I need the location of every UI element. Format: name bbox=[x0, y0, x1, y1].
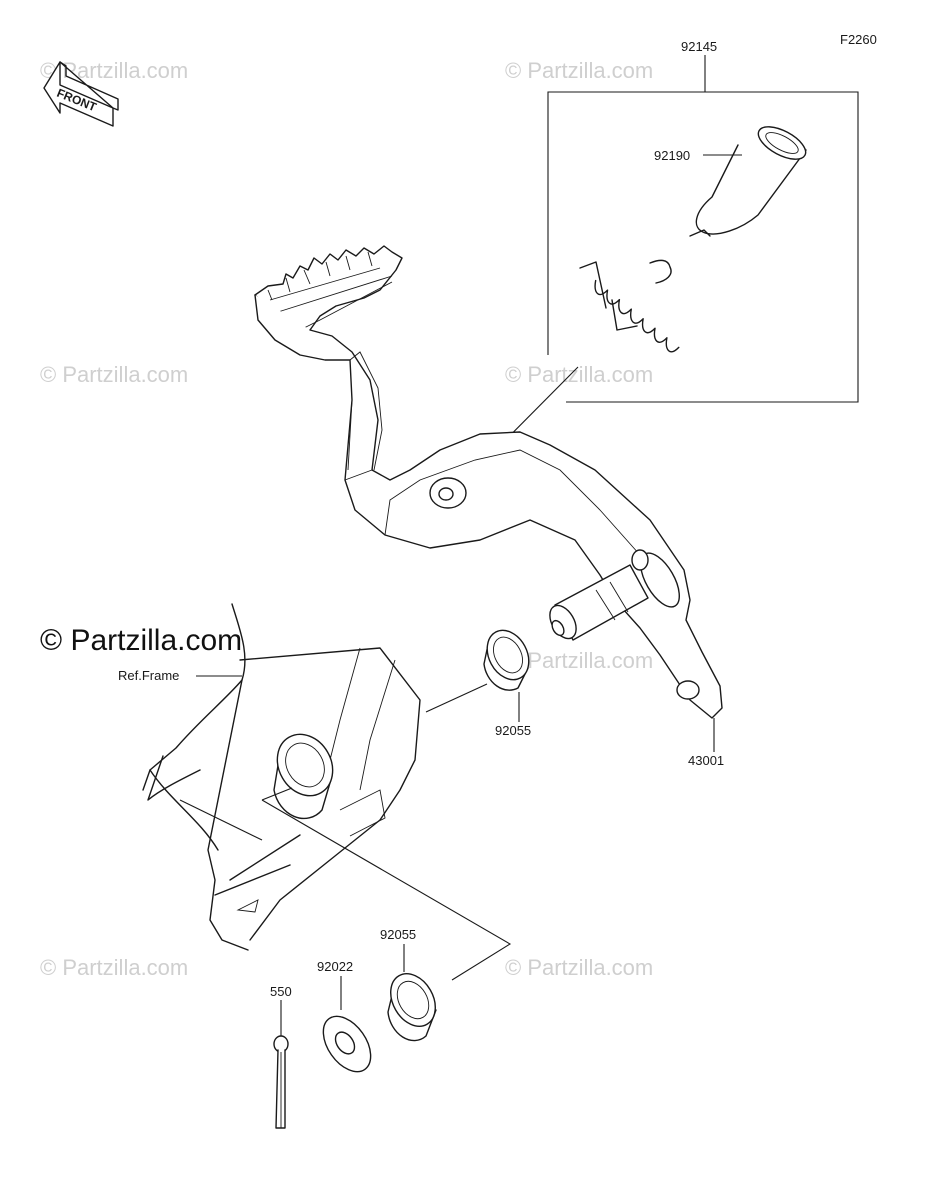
frame-reference bbox=[142, 603, 421, 951]
washer-92022[interactable] bbox=[314, 1008, 381, 1081]
watermark-large: © Partzilla.com bbox=[40, 624, 242, 657]
ref-frame-label: Ref.Frame bbox=[118, 668, 179, 683]
brake-pedal-43001[interactable] bbox=[254, 245, 723, 719]
part-label-92190[interactable]: 92190 bbox=[654, 148, 690, 163]
part-label-43001[interactable]: 43001 bbox=[688, 753, 724, 768]
part-label-92055-upper[interactable]: 92055 bbox=[495, 723, 531, 738]
part-label-550[interactable]: 550 bbox=[270, 984, 292, 999]
spring-kit-box bbox=[547, 55, 859, 403]
watermark: © Partzilla.com bbox=[40, 362, 188, 387]
collar-92190[interactable] bbox=[695, 120, 810, 235]
cotter-pin-550[interactable] bbox=[273, 1035, 289, 1129]
part-label-92055-lower[interactable]: 92055 bbox=[380, 927, 416, 942]
spring[interactable] bbox=[579, 229, 711, 370]
part-label-92145[interactable]: 92145 bbox=[681, 39, 717, 54]
watermark: © Partzilla.com bbox=[505, 648, 653, 673]
watermark: © Partzilla.com bbox=[505, 58, 653, 83]
seal-92055-lower[interactable] bbox=[382, 966, 445, 1042]
seal-92055-upper[interactable] bbox=[479, 623, 537, 691]
part-label-92022[interactable]: 92022 bbox=[317, 959, 353, 974]
watermark: © Partzilla.com bbox=[505, 362, 653, 387]
watermark: © Partzilla.com bbox=[505, 955, 653, 980]
watermark: © Partzilla.com bbox=[40, 955, 188, 980]
watermark: © Partzilla.com bbox=[40, 58, 188, 83]
watermarks: © Partzilla.com © Partzilla.com © Partzi… bbox=[40, 58, 653, 980]
diagram-code: F2260 bbox=[840, 32, 877, 47]
